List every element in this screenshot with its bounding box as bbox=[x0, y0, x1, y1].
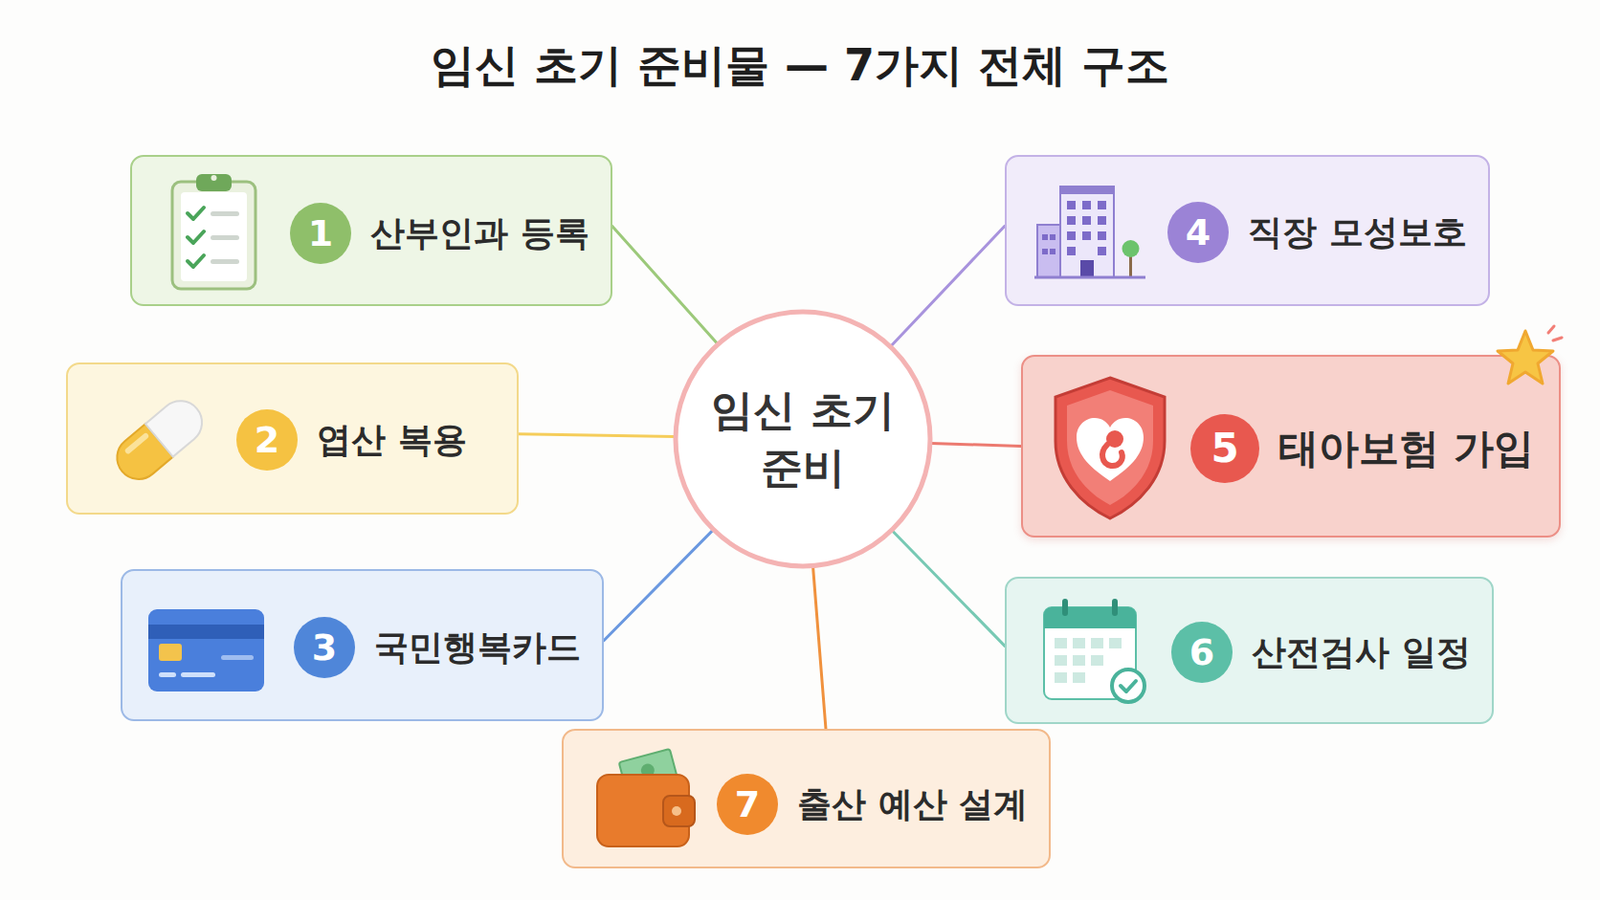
center-circle: 임신 초기 준비 bbox=[672, 309, 934, 570]
topic-label: 직장 모성보호 bbox=[1247, 210, 1467, 255]
number-badge: 7 bbox=[716, 774, 778, 836]
topic-box: 1 산부인과 등록 bbox=[130, 155, 613, 307]
topic-box: 4 직장 모성보호 bbox=[1004, 155, 1490, 307]
building-icon bbox=[1032, 181, 1148, 283]
topic-label: 국민행복카드 bbox=[374, 625, 581, 670]
capsule-icon bbox=[104, 385, 215, 496]
topic-box: 6 산전검사 일정 bbox=[1004, 577, 1494, 725]
shield-icon bbox=[1047, 374, 1173, 523]
calendar-icon bbox=[1041, 596, 1149, 707]
connector-line bbox=[518, 434, 675, 438]
diagram-title: 임신 초기 준비물 — 7가지 전체 구조 bbox=[0, 36, 1600, 94]
center-label: 임신 초기 준비 bbox=[692, 381, 913, 497]
circle-shape bbox=[675, 311, 931, 567]
callout-number: 1 bbox=[308, 215, 334, 252]
topic-box: 7 출산 예산 설계 bbox=[561, 729, 1051, 869]
number-badge: 3 bbox=[293, 617, 356, 679]
connector-line bbox=[931, 443, 1022, 446]
number-badge: 1 bbox=[289, 202, 352, 265]
connector-line bbox=[892, 531, 1005, 646]
callout-number: 2 bbox=[254, 422, 280, 459]
connector-line bbox=[603, 530, 713, 641]
callout-number: 6 bbox=[1189, 634, 1215, 671]
connector-line bbox=[813, 567, 826, 730]
card-icon bbox=[146, 607, 267, 694]
topic-label: 출산 예산 설계 bbox=[797, 782, 1028, 827]
topic-box: 2 엽산 복용 bbox=[66, 362, 519, 515]
star-badge bbox=[1488, 323, 1566, 400]
number-badge: 4 bbox=[1167, 201, 1229, 264]
circle-outline bbox=[672, 309, 934, 570]
callout-number: 3 bbox=[311, 629, 337, 667]
topic-label: 산전검사 일정 bbox=[1251, 630, 1471, 675]
topic-box: 5 태아보험 가입 bbox=[1021, 355, 1561, 538]
callout-number: 5 bbox=[1210, 428, 1239, 469]
topic-label: 태아보험 가입 bbox=[1278, 423, 1534, 474]
connector-line bbox=[890, 225, 1005, 346]
number-badge: 6 bbox=[1171, 622, 1233, 684]
number-badge: 2 bbox=[236, 409, 298, 471]
number-badge: 5 bbox=[1190, 414, 1260, 484]
topic-box: 3 국민행복카드 bbox=[120, 569, 604, 722]
clipboard-icon bbox=[168, 170, 260, 293]
callout-number: 7 bbox=[734, 786, 760, 823]
topic-label: 산부인과 등록 bbox=[370, 211, 590, 256]
wallet-icon bbox=[594, 746, 700, 852]
connector-line bbox=[612, 225, 718, 344]
topic-label: 엽산 복용 bbox=[316, 418, 467, 463]
callout-number: 4 bbox=[1185, 214, 1211, 251]
